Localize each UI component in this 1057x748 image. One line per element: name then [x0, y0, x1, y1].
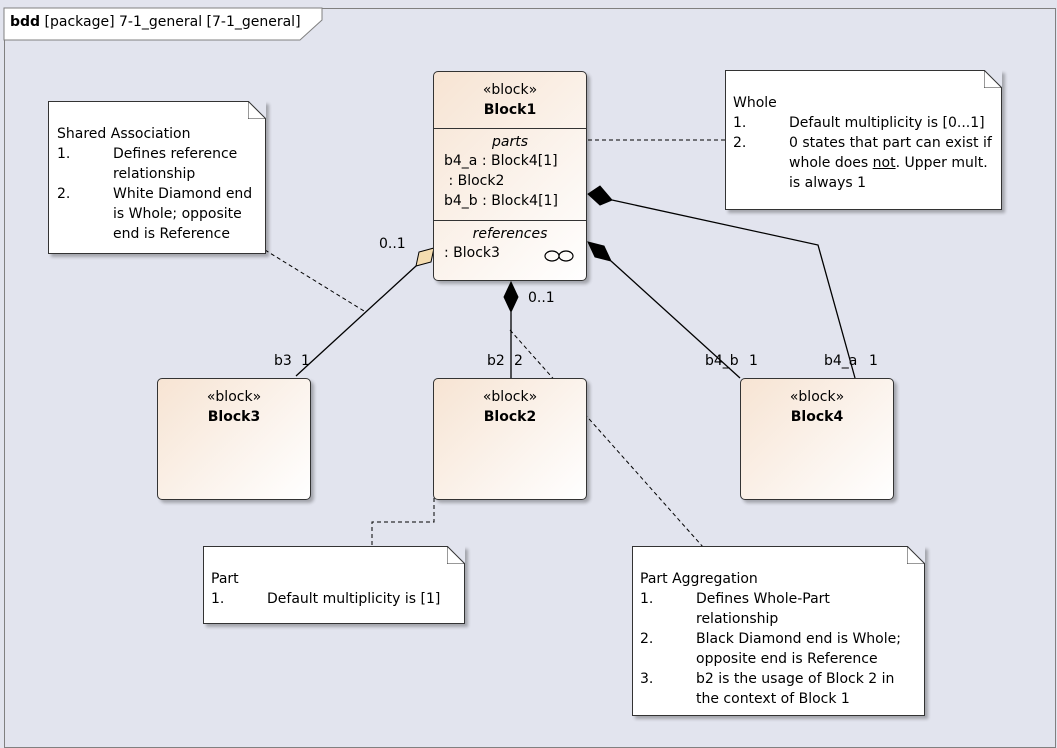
note-whole[interactable]: Whole 1. Default multiplicity is [0...1]… [725, 70, 1002, 210]
block1-stereotype: «block» [482, 82, 538, 98]
note-title: Part [211, 571, 239, 587]
association-block3-line [295, 265, 417, 377]
block1-parts-compartment: parts b4_a : Block4[1] : Block2 b4_b : B… [434, 128, 586, 219]
block2-name: Block2 [483, 409, 537, 425]
note-item-number: 1. [640, 591, 654, 607]
part-row[interactable]: : Block2 [444, 173, 505, 189]
black-diamond-icon [503, 280, 519, 314]
chain-link-icon [544, 250, 574, 262]
black-diamond-icon [587, 185, 613, 206]
note-part[interactable]: Part 1. Default multiplicity is [1] [203, 546, 465, 624]
role-label: b2 [487, 353, 505, 369]
frame-kind: bdd [10, 14, 41, 30]
note-item-number: 1. [733, 115, 747, 131]
composition-b4a-line [611, 199, 856, 379]
white-diamond-icon [415, 247, 435, 267]
multiplicity-label: 0..1 [379, 236, 406, 252]
multiplicity-label: 1 [869, 353, 878, 369]
block2-stereotype: «block» [482, 389, 538, 405]
multiplicity-label: 1 [749, 353, 758, 369]
note-item-number: 2. [640, 631, 654, 647]
multiplicity-label: 1 [301, 353, 310, 369]
parts-title: parts [491, 134, 528, 150]
note-title: Whole [733, 95, 777, 111]
multiplicity-label: 2 [514, 353, 523, 369]
note-fold-icon [984, 70, 1002, 88]
note-item-number: 2. [57, 186, 71, 202]
part-row[interactable]: b4_a : Block4[1] [444, 153, 558, 169]
block4-name: Block4 [790, 409, 844, 425]
note-fold-icon [907, 546, 925, 564]
note-item-number: 1. [57, 146, 71, 162]
note-item-text: Black Diamond end is Whole;opposite end … [696, 631, 901, 667]
frame-title: bdd [package] 7-1_general [7-1_general] [10, 14, 301, 30]
references-title: references [472, 226, 548, 242]
block2[interactable]: «block» Block2 [433, 378, 587, 500]
multiplicity-label: 0..1 [528, 290, 555, 306]
role-label: b3 [274, 353, 292, 369]
frame-tab [3, 7, 323, 41]
block1-name: Block1 [483, 102, 537, 118]
note-link-part [371, 498, 435, 547]
note-item-number: 1. [211, 591, 225, 607]
note-fold-icon [248, 101, 266, 119]
note-item-number: 3. [640, 671, 654, 687]
block3-stereotype: «block» [206, 389, 262, 405]
block3-name: Block3 [207, 409, 261, 425]
role-label: b4_a [824, 353, 858, 369]
note-title: Part Aggregation [640, 571, 758, 587]
part-row[interactable]: b4_b : Block4[1] [444, 193, 558, 209]
note-item-text: Default multiplicity is [1] [267, 591, 441, 607]
black-diamond-icon [587, 241, 612, 262]
note-fold-icon [447, 546, 465, 564]
frame-label-text: [package] 7-1_general [7-1_general] [44, 14, 301, 30]
block1-references-compartment: references : Block3 [434, 220, 586, 280]
note-title: Shared Association [57, 126, 191, 142]
composition-b4b-line [610, 260, 741, 379]
block3[interactable]: «block» Block3 [157, 378, 311, 500]
note-item-number: 2. [733, 135, 747, 151]
block4[interactable]: «block» Block4 [740, 378, 894, 500]
note-item-text: Default multiplicity is [0...1] [789, 115, 985, 131]
reference-row[interactable]: : Block3 [444, 245, 500, 261]
underlined-word: not [872, 155, 896, 171]
note-link-shared [264, 249, 365, 312]
block1[interactable]: «block» Block1 parts b4_a : Block4[1] : … [433, 71, 587, 281]
role-label: b4_b [705, 353, 739, 369]
block4-stereotype: «block» [789, 389, 845, 405]
